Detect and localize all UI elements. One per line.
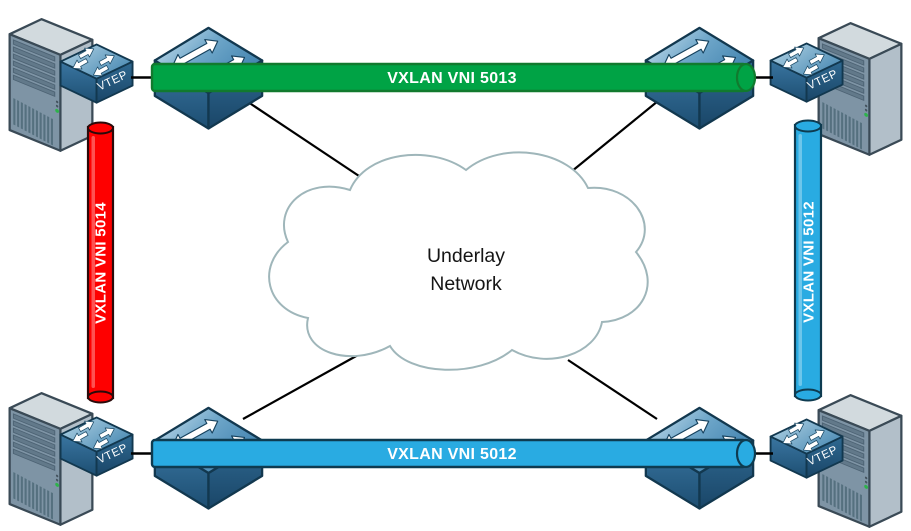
tunnel-bottom-vni5012: VXLAN VNI 5012 <box>150 438 757 469</box>
tunnel-right-vni5012: VXLAN VNI 5012 <box>793 119 823 402</box>
tunnel-left-body <box>86 125 115 400</box>
tunnel-top-vni5013: VXLAN VNI 5013 <box>150 62 757 93</box>
tunnel-right-bottom-cap <box>794 388 822 402</box>
link-bottomright-cloud <box>567 359 658 420</box>
cloud-label-line1: Underlay <box>427 245 505 267</box>
cloud-shape <box>268 151 649 371</box>
tunnel-right-top-cap <box>794 119 822 133</box>
tunnel-left-vni5014: VXLAN VNI 5014 <box>86 121 115 404</box>
tunnel-left-label: VXLAN VNI 5014 <box>93 202 110 324</box>
link-topright-cloud <box>565 100 659 177</box>
tunnel-right-highlight <box>798 134 802 386</box>
tunnel-right-label: VXLAN VNI 5012 <box>801 201 818 323</box>
tunnel-left-highlight <box>91 136 95 388</box>
link-topleft-cloud <box>244 99 363 179</box>
underlay-cloud: Underlay Network <box>268 151 649 371</box>
link-bottomleft-cloud <box>242 354 359 420</box>
tunnel-left-bottom-cap <box>87 390 114 404</box>
tunnel-bottom-cap <box>735 438 757 469</box>
cloud-label-line2: Network <box>430 273 502 295</box>
tunnel-top-label: VXLAN VNI 5013 <box>387 70 517 87</box>
underlay-links <box>242 99 659 420</box>
tunnel-top-cap <box>735 62 757 93</box>
tunnel-bottom-label: VXLAN VNI 5012 <box>387 446 517 463</box>
tunnel-left-top-cap <box>87 121 114 135</box>
